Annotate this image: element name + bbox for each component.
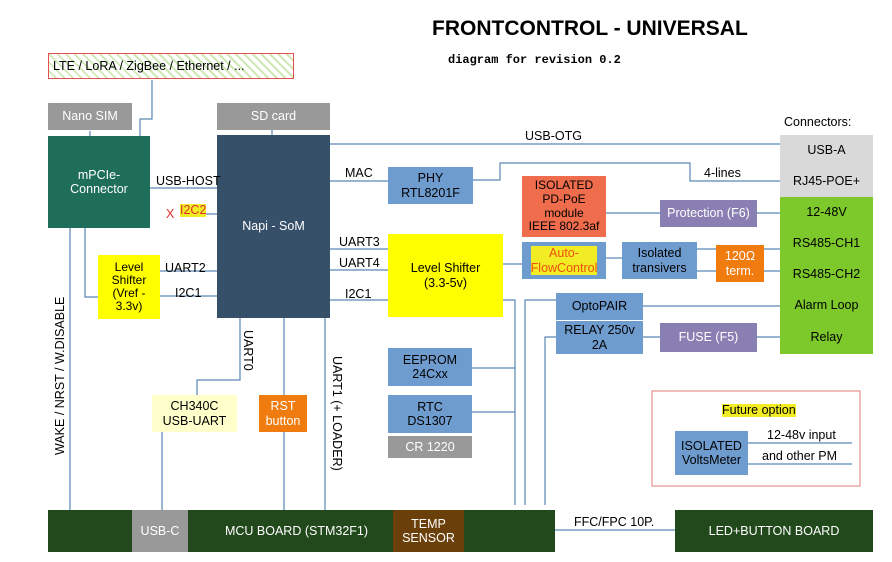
uart0-line [196,318,241,395]
mac-label: MAC [345,166,373,180]
connector-12-48v-label: 12-48V [806,205,847,220]
usb-host-label: USB-HOST [156,174,221,188]
connector-rj45-label: RJ45-POE+ [792,174,861,189]
uart1-label: UART1 (+ LOADER) [330,356,344,471]
volts-pm-label: and other PM [762,449,838,463]
fuse-box: FUSE (F5) [660,323,757,352]
temp-sensor-label: TEMP SENSOR [402,516,455,545]
poe-module-box: ISOLATED PD-PoE module IEEE 802.3af [522,176,606,237]
mpcie-connector-box: mPCIe- Connector [48,136,150,228]
cr1220-box: CR 1220 [388,436,472,458]
level-shifter-left-box: Level Shifter (Vref - 3.3v) [98,255,160,319]
usbc-label: USB-C [140,523,180,538]
connector-usb-a-label: USB-A [807,143,846,158]
mpcie-to-shifter-line [84,228,98,298]
i2c1-right-label: I2C1 [345,287,372,301]
i2c-bus-line [503,299,516,505]
i2c1-left-label: I2C1 [175,286,202,300]
page-subtitle: diagram for revision 0.2 [448,53,621,67]
level-shifter-main-label: Level Shifter (3.3-5v) [410,261,481,290]
protection-label: Protection (F6) [667,206,750,221]
uart0-label: UART0 [241,330,255,371]
lte-module-box: LTE / LoRA / ZigBee / Ethernet / ... [48,53,294,79]
ch340-box: CH340C USB-UART [152,395,237,432]
auto-flow-label: Auto- FlowControl [530,246,598,275]
optopair-box: OptoPAIR [556,293,643,320]
future-option-frame [651,390,861,487]
napi-som-box: Napi - SoM [217,135,330,318]
phy-to-rj45-line [473,162,780,182]
napi-label: Napi - SoM [242,219,305,234]
relay-to-mcu-line [544,336,556,505]
eeprom-label: EEPROM 24Cxx [402,352,458,381]
volts-input-label: 12-48v input [767,428,836,442]
rst-button-box: RST button [259,395,307,432]
rtc-label: RTC DS1307 [407,399,453,428]
auto-flow-box: Auto- FlowControl [522,242,606,279]
uart3-label: UART3 [339,235,380,249]
four-lines-label: 4-lines [704,166,741,180]
connector-rs485-ch2-label: RS485-CH2 [792,267,861,282]
lte-to-mpcie-line [139,80,153,136]
page-title: FRONTCONTROL - UNIVERSAL [432,17,748,40]
led-button-board-label: LED+BUTTON BOARD [708,523,840,538]
connector-relay-label: Relay [810,330,843,345]
connector-alarm-loop: Alarm Loop [780,290,873,321]
eeprom-box: EEPROM 24Cxx [388,348,472,386]
rtc-box: RTC DS1307 [388,395,472,433]
lte-label: LTE / LoRA / ZigBee / Ethernet / ... [53,58,245,73]
connectors-title: Connectors: [784,115,852,129]
fuse-label: FUSE (F5) [678,330,739,345]
connector-rs485-ch1: RS485-CH1 [780,228,873,259]
volts-meter-label: ISOLATED VoltsMeter [681,438,742,467]
usb-otg-label: USB-OTG [525,129,582,143]
nano-sim-box: Nano SIM [48,103,132,130]
nano-sim-label: Nano SIM [62,109,118,124]
x-mark: X [166,207,175,221]
connector-rs485-ch2: RS485-CH2 [780,259,873,290]
level-shifter-main-box: Level Shifter (3.3-5v) [388,234,503,317]
cr1220-label: CR 1220 [405,439,455,454]
sd-card-box: SD card [217,103,330,130]
connector-relay: Relay [780,321,873,354]
uart4-label: UART4 [339,256,380,270]
opto-to-mcu-line [524,299,556,505]
rst-button-label: RST button [265,399,301,428]
ffc-label: FFC/FPC 10P. [574,515,655,529]
connector-rs485-ch1-label: RS485-CH1 [792,236,861,251]
volts-meter-box: ISOLATED VoltsMeter [675,431,748,475]
level-shifter-left-label: Level Shifter (Vref - 3.3v) [111,259,147,314]
mcu-board-label: MCU BOARD (STM32F1) [224,523,369,538]
future-option-label: Future option [722,403,796,417]
connector-alarm-loop-label: Alarm Loop [794,298,859,313]
phy-label: PHY RTL8201F [401,171,460,200]
ch340-label: CH340C USB-UART [162,399,227,428]
poe-label: ISOLATED PD-PoE module IEEE 802.3af [528,177,600,234]
protection-box: Protection (F6) [660,200,757,227]
isolated-transivers-box: Isolated transivers [622,242,697,279]
i2c2-label: I2C2 [180,203,207,217]
temp-sensor-box: TEMP SENSOR [393,510,464,552]
connector-12-48v: 12-48V [780,197,873,228]
sd-card-label: SD card [250,109,297,124]
connector-usb-a: USB-A [780,135,873,166]
connector-rj45: RJ45-POE+ [780,166,873,197]
mcu-board-box: MCU BOARD (STM32F1) [48,510,555,552]
usbc-box: USB-C [132,510,188,552]
phy-box: PHY RTL8201F [388,167,473,204]
relay-module-label: RELAY 250v 2A [564,323,635,352]
termination-label: 120Ω term. [724,249,756,278]
optopair-label: OptoPAIR [571,299,628,314]
isolated-transivers-label: Isolated transivers [632,246,687,275]
relay-module-box: RELAY 250v 2A [556,321,643,354]
termination-box: 120Ω term. [716,245,764,282]
mpcie-label: mPCIe- Connector [70,167,128,196]
led-button-board-box: LED+BUTTON BOARD [675,510,873,552]
wake-label: WAKE / NRST / W.DISABLE [53,296,67,455]
uart2-label: UART2 [165,261,206,275]
